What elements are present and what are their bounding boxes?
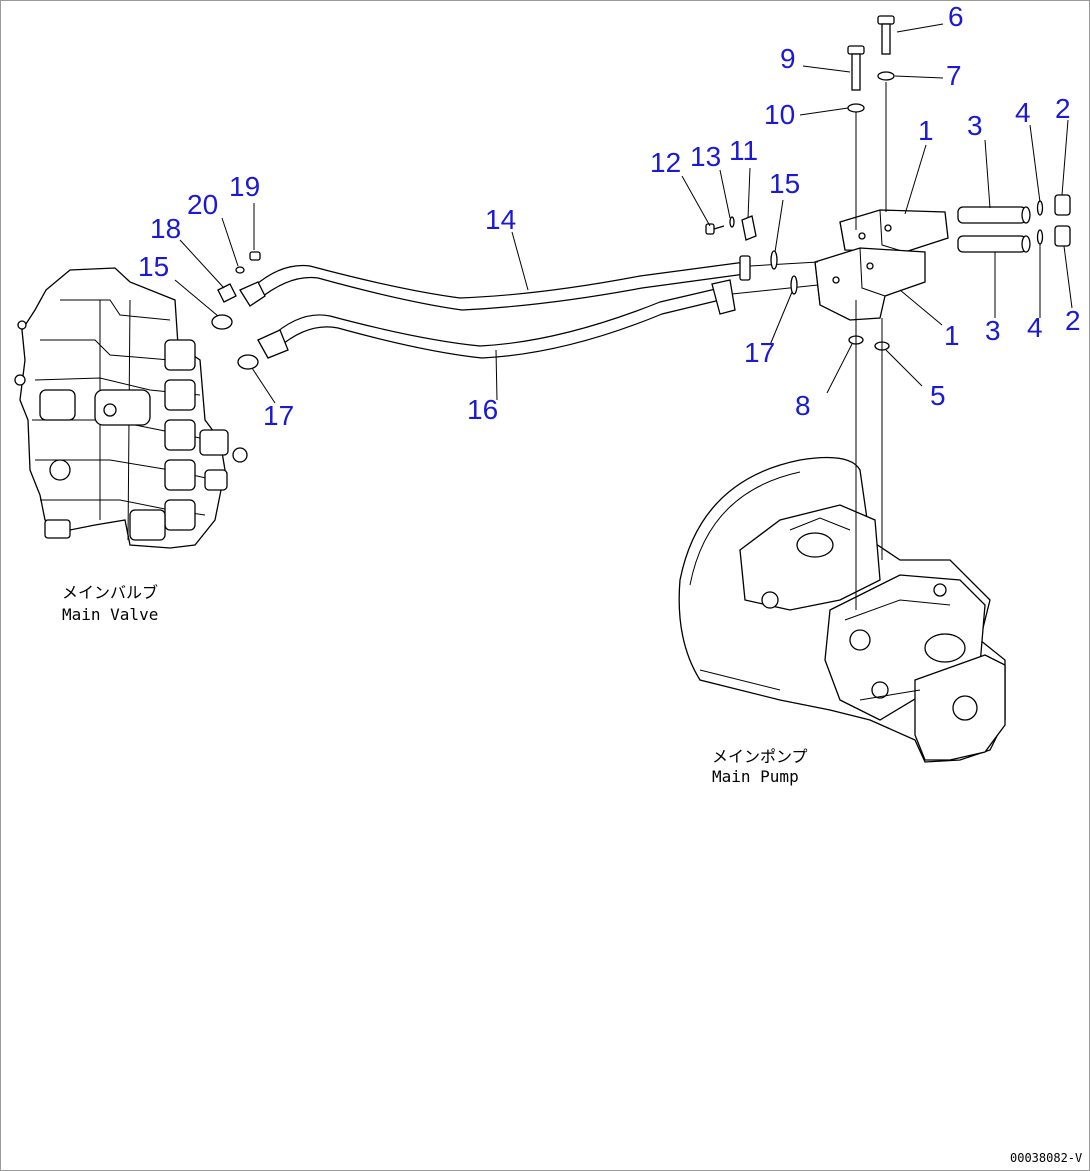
callout-11: 11 (729, 135, 758, 166)
tube-lower (957, 235, 1031, 253)
callout-15-valve: 15 (138, 251, 169, 282)
oring-4-upper (1036, 200, 1044, 216)
callout-9: 9 (780, 43, 796, 74)
callout-2-lower: 2 (1065, 305, 1081, 336)
callout-17-valve: 17 (263, 400, 294, 431)
callout-17-block: 17 (744, 337, 775, 368)
callout-4-lower: 4 (1027, 312, 1043, 343)
callout-8: 8 (795, 390, 811, 421)
washer-13 (729, 216, 735, 228)
callout-3-lower: 3 (985, 315, 1001, 346)
washer-10 (847, 103, 865, 113)
main-pump-caption-en: Main Pump (712, 767, 799, 786)
callout-15-block: 15 (769, 168, 800, 199)
bolt-19 (249, 251, 261, 261)
bolt-12 (705, 223, 725, 235)
callout-4-upper: 4 (1015, 97, 1031, 128)
bolt-6 (877, 15, 895, 55)
clamp-11 (741, 215, 757, 241)
callout-1-lower: 1 (944, 320, 960, 351)
drawing-code: 00038082-V (1010, 1151, 1082, 1165)
callout-20: 20 (187, 189, 218, 220)
bolt-9 (847, 45, 865, 91)
main-valve-caption-en: Main Valve (62, 605, 158, 624)
callout-labels: 6 7 9 10 1 3 4 2 3 4 2 1 8 5 15 17 11 12… (138, 1, 1081, 431)
block-assembly-lower (814, 247, 926, 321)
callout-6: 6 (948, 1, 964, 32)
pipe-16 (257, 279, 736, 359)
oring-15-valve (211, 314, 233, 330)
washer-7 (877, 71, 895, 81)
callout-10: 10 (764, 99, 795, 130)
main-valve-caption-jp: メインバルブ (62, 583, 158, 602)
leader-lines (174, 23, 1073, 404)
callout-2-upper: 2 (1055, 93, 1071, 124)
block-assembly-upper (839, 209, 949, 253)
main-valve-assembly (14, 267, 248, 549)
oring-17-block (790, 275, 798, 295)
cap-2-lower (1054, 225, 1071, 247)
callout-19: 19 (229, 171, 260, 202)
pipe-14 (239, 255, 751, 311)
oring-15-block (770, 250, 778, 270)
axis-line-14 (749, 261, 819, 267)
main-pump-caption-jp: メインポンプ (712, 747, 808, 766)
tube-upper (957, 206, 1031, 224)
oring-17-valve (237, 354, 259, 370)
callout-18: 18 (150, 213, 181, 244)
callout-1-upper: 1 (918, 115, 934, 146)
washer-20 (235, 266, 245, 274)
callout-16: 16 (467, 394, 498, 425)
axis-line-16 (731, 284, 819, 295)
callout-3-upper: 3 (967, 110, 983, 141)
main-pump-assembly (678, 456, 1006, 763)
callout-5: 5 (930, 380, 946, 411)
callout-12: 12 (650, 147, 681, 178)
oring-4-lower (1036, 229, 1044, 245)
callout-7: 7 (946, 60, 962, 91)
callout-13: 13 (690, 141, 721, 172)
clamp-18 (217, 283, 237, 303)
callout-14: 14 (485, 204, 516, 235)
cap-2-upper (1054, 194, 1071, 216)
